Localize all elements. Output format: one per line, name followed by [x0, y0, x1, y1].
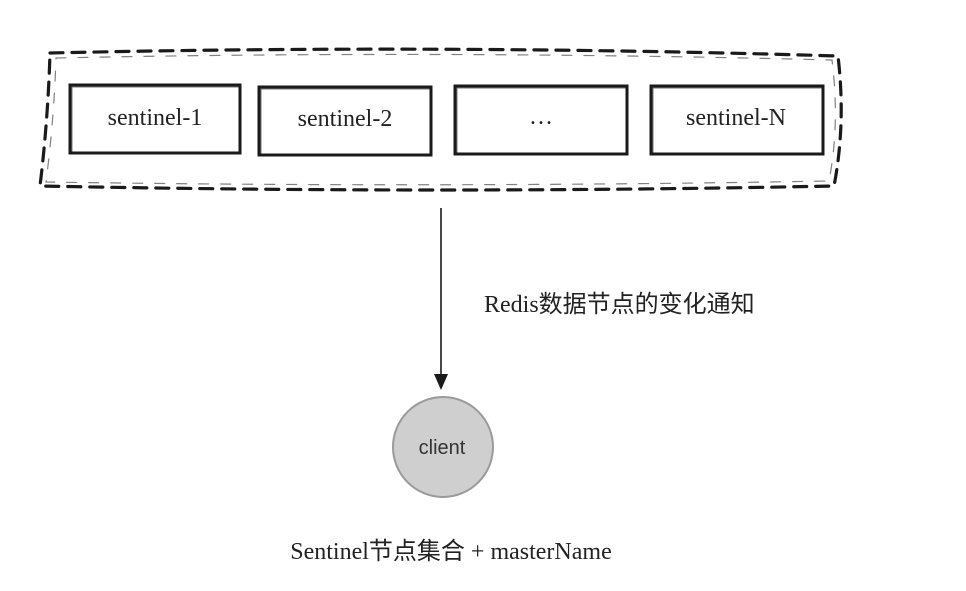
notification-arrow	[434, 208, 448, 390]
sentinel-node-2: sentinel-2	[257, 85, 433, 157]
client-node: client	[392, 396, 494, 498]
sentinel-node-1-label: sentinel-1	[108, 105, 203, 131]
sentinel-group	[38, 47, 843, 192]
sentinel-node-1: sentinel-1	[68, 83, 242, 155]
sentinel-node-2-label: sentinel-2	[298, 106, 393, 132]
arrow-head-icon	[434, 374, 448, 390]
client-caption: Sentinel节点集合 + masterName	[290, 538, 611, 565]
sentinel-node-n: sentinel-N	[649, 84, 825, 156]
sentinel-node-ellipsis: …	[453, 84, 629, 156]
sentinel-group-border-inner	[45, 53, 836, 186]
notification-label: Redis数据节点的变化通知	[484, 291, 755, 318]
sentinel-group-border	[38, 47, 843, 192]
client-label: client	[419, 437, 466, 459]
sentinel-node-n-label: sentinel-N	[686, 105, 786, 131]
sentinel-node-ellipsis-label: …	[529, 104, 553, 130]
